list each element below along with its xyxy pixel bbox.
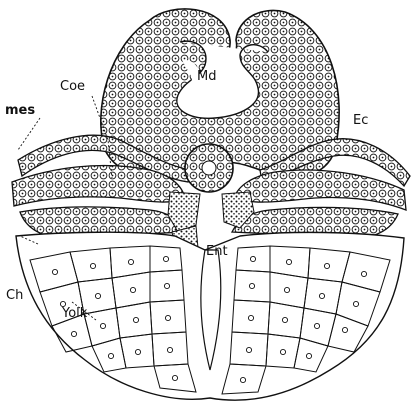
label-ch: Ch (6, 288, 23, 303)
label-coe: Coe (60, 79, 85, 94)
label-yolk: Yolk (61, 306, 88, 321)
label-ent: Ent (206, 244, 228, 259)
label-ec: Ec (353, 113, 368, 128)
label-md: Md (197, 69, 216, 84)
label-mes: mes (5, 103, 35, 118)
notochord-core (202, 161, 216, 175)
coelom-fold-right (234, 170, 406, 210)
